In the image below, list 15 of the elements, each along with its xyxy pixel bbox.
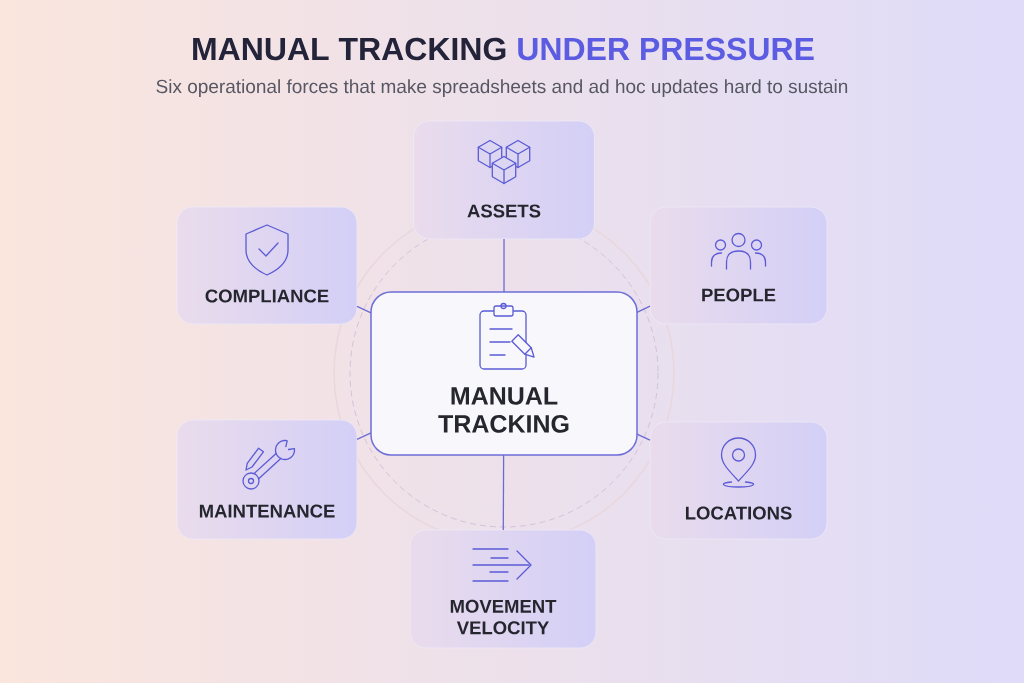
category-card: MAINTENANCE xyxy=(176,419,358,540)
category-card: PEOPLE xyxy=(649,206,828,325)
connector-line xyxy=(636,305,651,313)
connector-line xyxy=(356,432,372,440)
center-box: MANUAL TRACKING xyxy=(370,291,638,456)
category-card: MOVEMENT VELOCITY xyxy=(409,529,597,649)
category-card: LOCATIONS xyxy=(649,421,828,540)
title: MANUAL TRACKING UNDER PRESSURE xyxy=(193,37,814,61)
connector-line xyxy=(502,454,505,531)
connector-line xyxy=(636,433,651,441)
category-card: ASSETS xyxy=(413,120,595,240)
connector-line xyxy=(356,305,372,314)
subtitle: Six operational forces that make spreadsheets and ad hoc updates hard to sustain xyxy=(156,79,848,97)
connector-line xyxy=(503,238,505,293)
category-card: COMPLIANCE xyxy=(176,206,358,325)
